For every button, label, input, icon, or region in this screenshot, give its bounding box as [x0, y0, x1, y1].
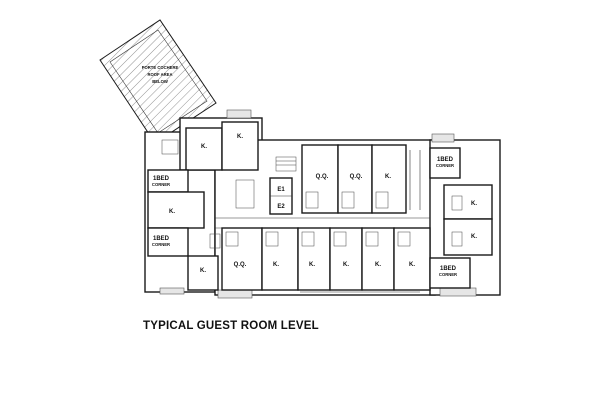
room-label-k-left-3: K. [169, 209, 175, 215]
right-wing-rooms: 1BED CORNER K. K. 1BED CORNER [429, 147, 493, 289]
room-label-k-lower-2: K. [309, 262, 315, 268]
bed-label-left-2: 1BED [153, 236, 170, 242]
room-label-qq-1: Q.Q. [316, 174, 329, 180]
lower-guest-rooms: Q.Q. K. K. K. K. K. [221, 227, 431, 291]
corner-label-left-2: CORNER [152, 242, 170, 247]
room-label-k-lower-4: K. [375, 262, 381, 268]
upper-guest-rooms: Q.Q. Q.Q. K. [301, 144, 421, 214]
room-label-k-left-2: K. [237, 134, 243, 140]
corner-label-right-1: CORNER [436, 163, 454, 168]
elevator-core: E1 E2 [235, 156, 297, 215]
room-label-qq-lower: Q.Q. [234, 262, 247, 268]
plan-caption: TYPICAL GUEST ROOM LEVEL [143, 320, 319, 332]
room-label-k-lower-3: K. [343, 262, 349, 268]
bed-label-left-1: 1BED [153, 176, 170, 182]
room-label-k-left-4: K. [200, 268, 206, 274]
porte-cochere-roof: PORTE COCHERE ROOF AREA BELOW [99, 19, 217, 144]
porte-cochere-label-2: ROOF AREA [148, 72, 173, 77]
porte-cochere-label-3: BELOW [152, 79, 168, 84]
bed-label-right-1: 1BED [437, 157, 454, 163]
room-label-k-left-1: K. [201, 144, 207, 150]
room-label-k-lower-5: K. [409, 262, 415, 268]
corner-label-right-2: CORNER [439, 272, 457, 277]
elevator-e1-label: E1 [277, 187, 285, 193]
bed-label-right-2: 1BED [440, 266, 457, 272]
room-label-qq-2: Q.Q. [350, 174, 363, 180]
room-label-k-upper: K. [385, 174, 391, 180]
room-label-k-lower-1: K. [273, 262, 279, 268]
left-wing-rooms: K. K. 1BED CORNER K. 1BED CORNER K. [147, 121, 259, 291]
porte-cochere-label-1: PORTE COCHERE [142, 65, 179, 70]
room-label-k-right-2: K. [471, 234, 477, 240]
elevator-e2-label: E2 [277, 204, 285, 210]
room-label-k-right-1: K. [471, 201, 477, 207]
corner-label-left-1: CORNER [152, 182, 170, 187]
